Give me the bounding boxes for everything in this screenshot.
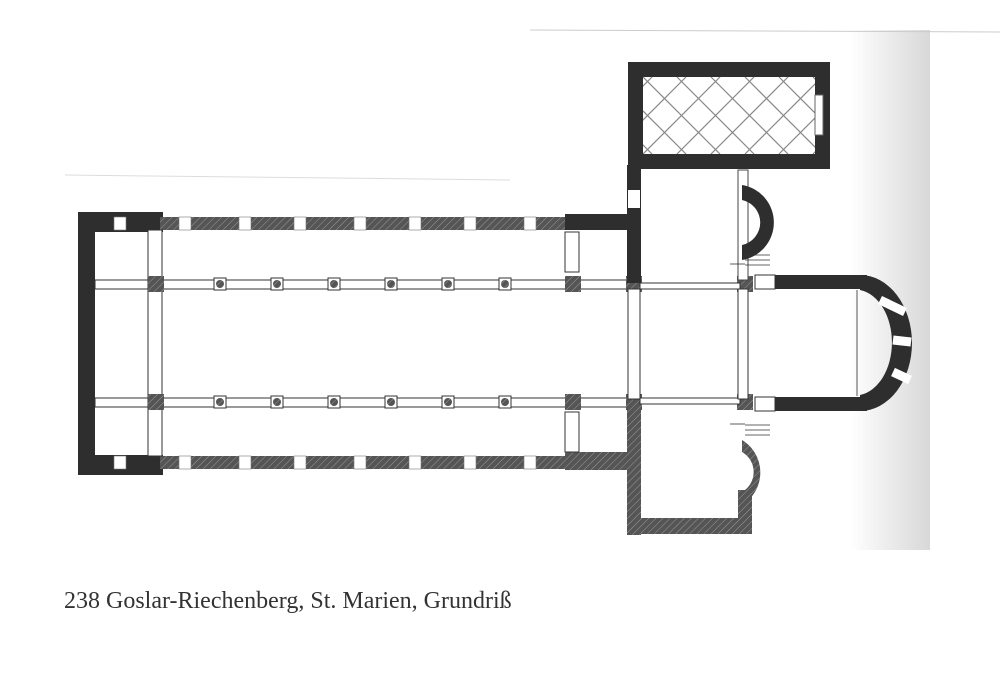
round-pier-core: [330, 398, 338, 406]
round-pier-core: [273, 398, 281, 406]
nave-windows: [113, 216, 537, 470]
figure-caption: 238 Goslar-Riechenberg, St. Marien, Grun…: [64, 588, 512, 614]
cross-pier: [148, 394, 164, 410]
round-pier-core: [444, 398, 452, 406]
window: [353, 216, 367, 231]
window: [238, 216, 252, 231]
arcade-piers: [148, 276, 753, 410]
window: [178, 455, 192, 470]
transept: [564, 165, 752, 535]
west-bay-walls: [147, 229, 163, 457]
vault-rib: [541, 77, 618, 154]
round-pier-core: [273, 280, 281, 288]
window: [463, 455, 477, 470]
round-pier-core: [501, 280, 509, 288]
scan-edge-line: [529, 29, 1000, 33]
vault-rib: [710, 77, 789, 154]
cross-pier: [565, 276, 581, 292]
north-arcade: [94, 279, 636, 290]
vault-rib: [744, 83, 815, 154]
window: [113, 216, 127, 231]
choir: [754, 274, 912, 412]
window: [353, 455, 367, 470]
window: [293, 216, 307, 231]
vault-rib: [541, 77, 618, 154]
apsidioles: [730, 185, 774, 505]
window: [523, 216, 537, 231]
round-pier-core: [387, 280, 395, 288]
south-arcade: [94, 397, 636, 408]
west-tower: [541, 62, 830, 169]
west-wall: [78, 212, 163, 475]
window: [293, 455, 307, 470]
vault-rib: [643, 77, 687, 121]
cross-pier: [148, 276, 164, 292]
window: [113, 455, 127, 470]
round-pier-core: [444, 280, 452, 288]
round-pier-core: [387, 398, 395, 406]
vault-rib: [676, 77, 755, 154]
vault-rib: [778, 117, 815, 154]
scan-edge-line: [64, 174, 511, 181]
window: [178, 216, 192, 231]
round-pier-core: [216, 280, 224, 288]
window: [408, 216, 422, 231]
window: [463, 216, 477, 231]
cross-pier: [565, 394, 581, 410]
round-pier-core: [501, 398, 509, 406]
window: [408, 455, 422, 470]
round-pier-core: [330, 280, 338, 288]
round-pier-core: [216, 398, 224, 406]
window: [523, 455, 537, 470]
window: [238, 455, 252, 470]
vault-rib: [778, 77, 815, 114]
vault-rib: [643, 77, 721, 154]
